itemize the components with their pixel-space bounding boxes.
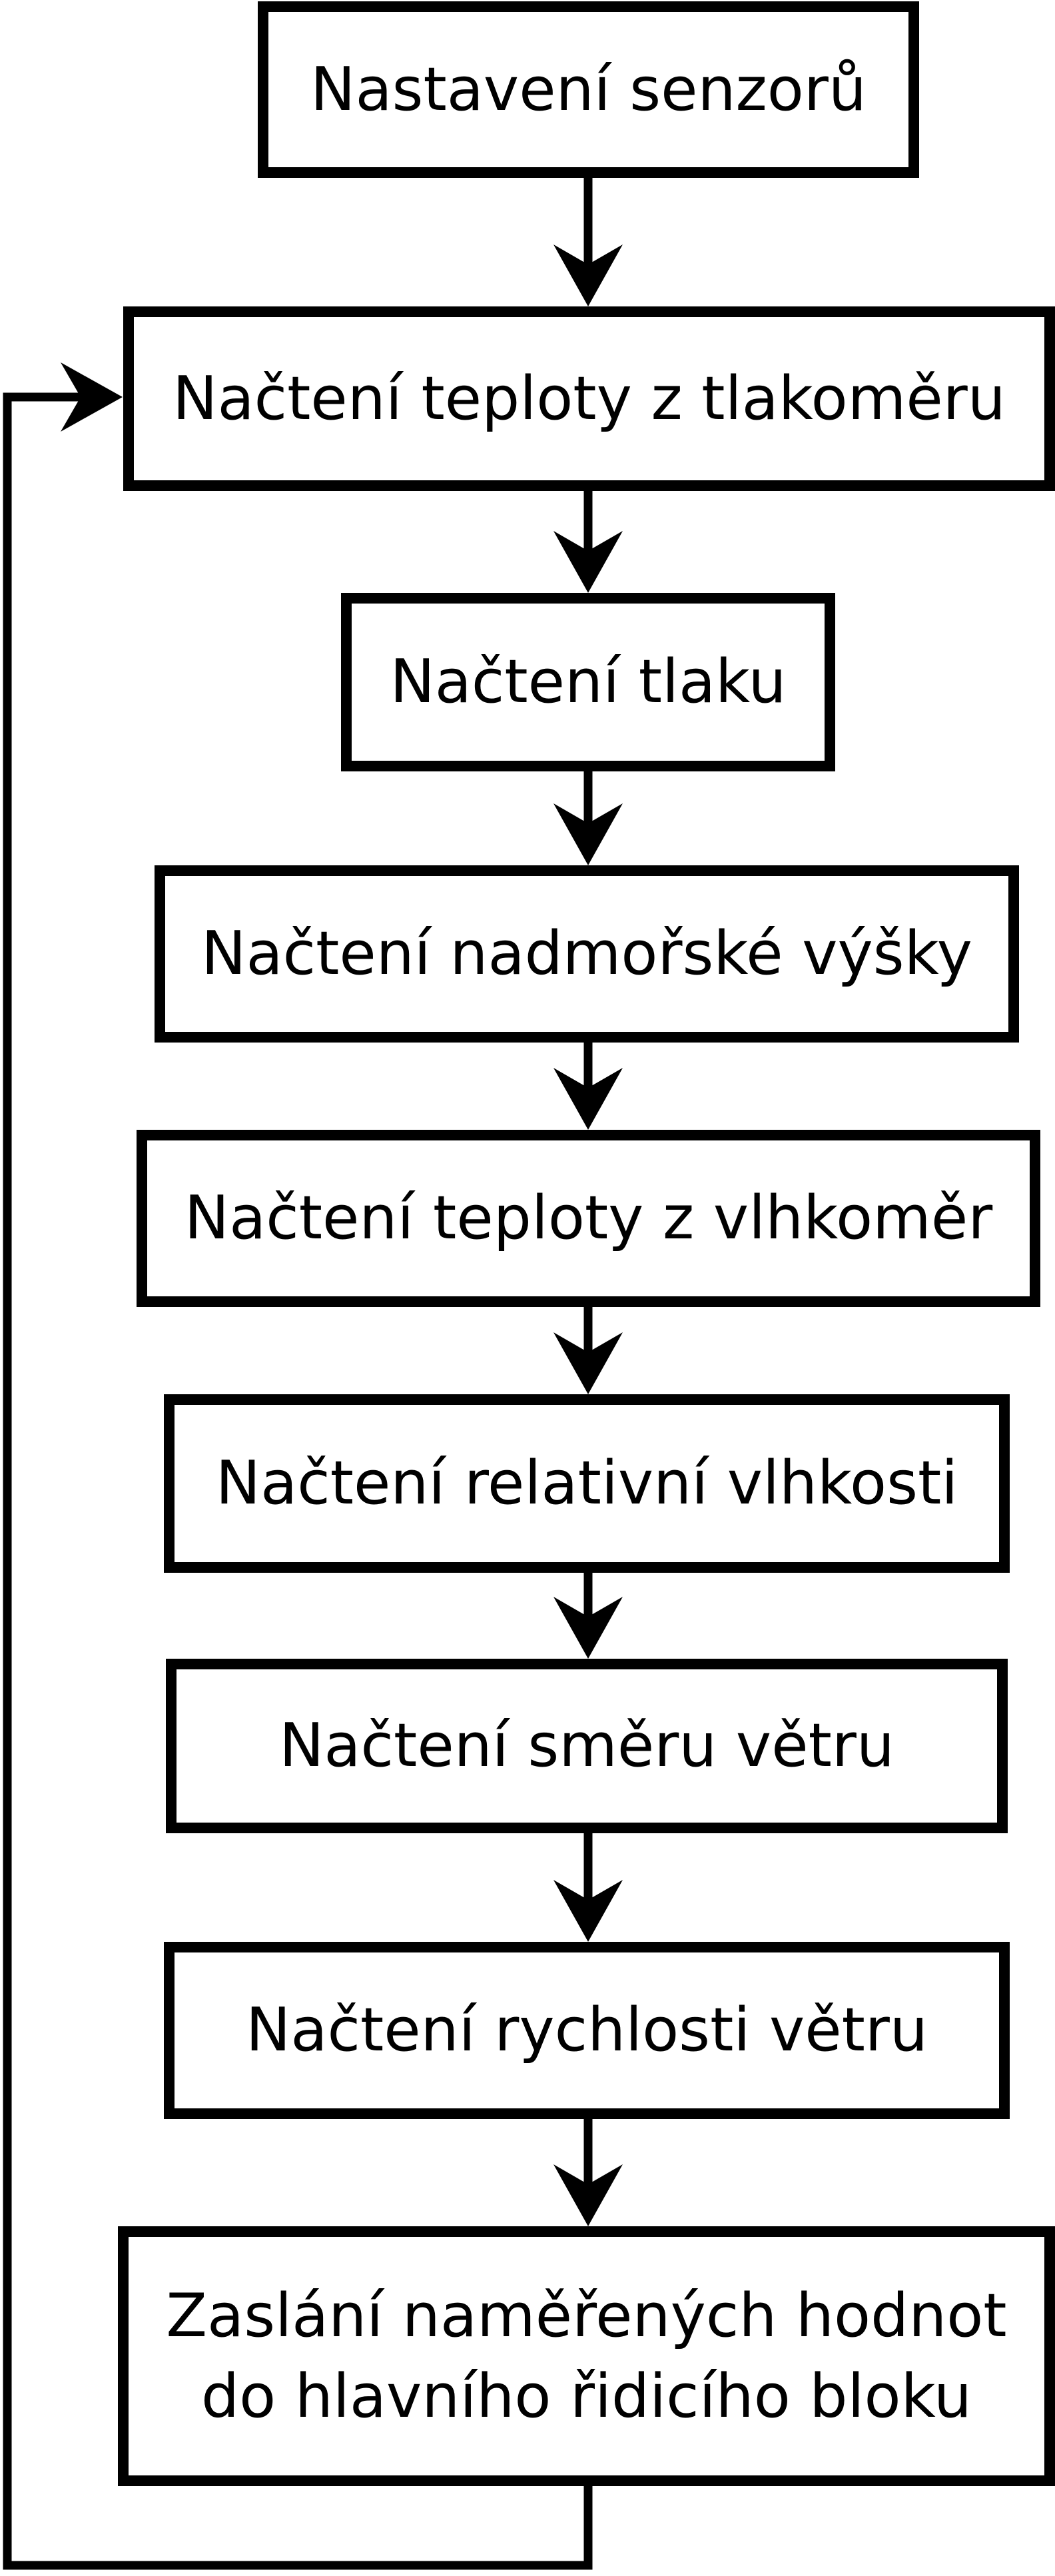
node-label: Nastavení senzorů: [310, 54, 867, 125]
node-nacteni-teploty-tlakomer: Načtení teploty z tlakoměru: [123, 306, 1055, 491]
arrowhead-down-icon: [553, 1068, 623, 1130]
node-label-line-2: do hlavního řidicího bloku: [201, 2361, 972, 2431]
arrowhead-down-icon: [553, 531, 623, 593]
node-label: Načtení teploty z tlakoměru: [173, 363, 1006, 434]
node-nacteni-tlaku: Načtení tlaku: [341, 593, 835, 771]
arrowhead-down-icon: [553, 803, 623, 865]
node-nacteni-nadmorske-vysky: Načtení nadmořské výšky: [155, 865, 1019, 1043]
node-label: Načtení rychlosti větru: [246, 1995, 928, 2066]
edge-1-arrow: [553, 173, 623, 306]
edge-7-arrow: [553, 1829, 623, 1942]
node-nacteni-teploty-vlhkomer: Načtení teploty z vlhkoměr: [137, 1130, 1040, 1307]
node-label-line-1: Zaslání naměřených hodnot: [166, 2280, 1007, 2351]
arrowhead-down-icon: [553, 1880, 623, 1942]
edge-8-arrow: [553, 2114, 623, 2226]
node-label: Načtení tlaku: [390, 647, 787, 717]
arrowhead-down-icon: [553, 1597, 623, 1659]
node-label: Načtení směru větru: [279, 1711, 894, 1781]
arrowhead-down-icon: [553, 244, 623, 306]
arrowhead-down-icon: [553, 1332, 623, 1394]
edge-5-arrow: [553, 1302, 623, 1394]
node-nacteni-rychlosti-vetru: Načtení rychlosti větru: [164, 1942, 1010, 2119]
arrowhead-down-icon: [553, 2164, 623, 2226]
node-nacteni-smeru-vetru: Načtení směru větru: [166, 1659, 1008, 1833]
edge-4-arrow: [553, 1038, 623, 1130]
edge-loop-arrow: [3, 362, 593, 2570]
edge-2-arrow: [553, 486, 623, 593]
node-zaslani-hodnot: Zaslání naměřených hodnot do hlavního ři…: [118, 2226, 1055, 2486]
edge-3-arrow: [553, 766, 623, 865]
arrowhead-right-icon: [61, 362, 123, 432]
node-label: Načtení nadmořské výšky: [201, 919, 972, 989]
node-nastaveni-senzoru: Nastavení senzorů: [258, 1, 919, 178]
edge-6-arrow: [553, 1568, 623, 1659]
node-label: Načtení teploty z vlhkoměr: [184, 1183, 993, 1254]
node-nacteni-relativni-vlhkosti: Načtení relativní vlhkosti: [164, 1394, 1010, 1573]
node-label: Načtení relativní vlhkosti: [215, 1448, 958, 1519]
